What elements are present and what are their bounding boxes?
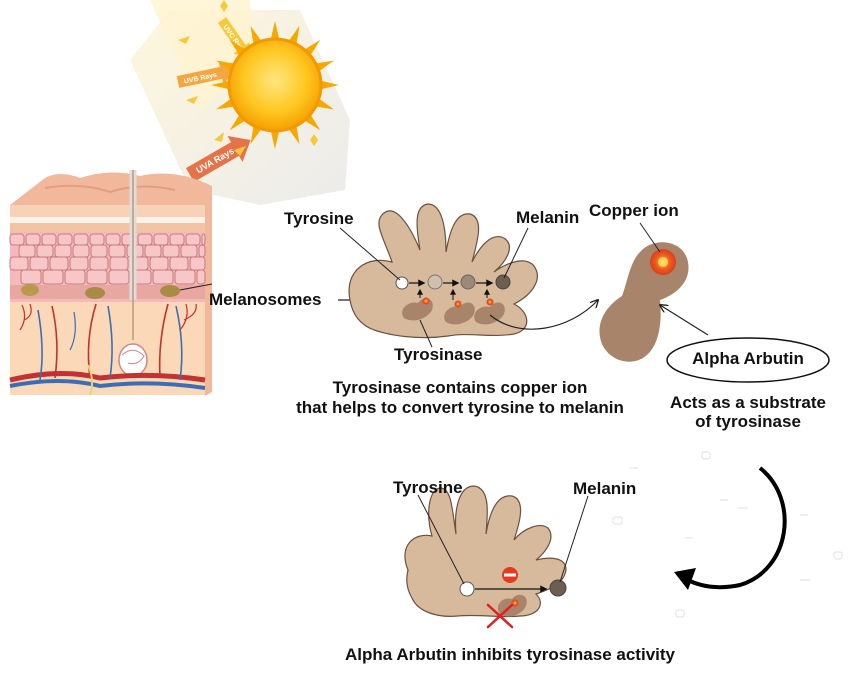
melanin-label-bottom: Melanin (573, 479, 637, 498)
melanin-molecule (495, 274, 511, 290)
process-curved-arrowhead (674, 568, 696, 590)
skin-cell (41, 233, 57, 246)
skin-cell (153, 233, 169, 246)
tyrosine-label-top: Tyrosine (284, 209, 354, 228)
top-caption-line-1: Tyrosinase contains copper ion (332, 378, 588, 397)
skin-cell (25, 233, 41, 246)
bottom-caption: Alpha Arbutin inhibits tyrosinase activi… (345, 645, 675, 664)
melanosomes-pointer-line (179, 283, 213, 291)
zoom-arrow (489, 300, 598, 330)
alpha-arbutin-label: Alpha Arbutin (692, 349, 804, 368)
skin-cell (9, 256, 29, 271)
skin-cell (42, 269, 64, 285)
skin-cell (49, 256, 69, 271)
skin-cell (36, 244, 54, 258)
substrate-caption-line-1: Acts as a substrate (670, 393, 826, 412)
tyrosinase-enzyme (402, 297, 433, 321)
tyrosinase-enzyme (474, 298, 505, 325)
skin-cross-section-illustration (9, 170, 212, 396)
watermark-icons (612, 451, 843, 618)
skin-cell (174, 269, 196, 285)
skin-cell (9, 233, 25, 246)
skin-cell (149, 256, 169, 271)
copper-ion-label: Copper ion (589, 201, 679, 220)
tyrosinase-enzyme (444, 300, 475, 325)
skin-cell (137, 233, 153, 246)
skin-cell (18, 244, 36, 258)
tyrosine-pointer-line (339, 227, 401, 281)
skin-cell (162, 244, 180, 258)
copper-ion-pointer-line (639, 222, 661, 253)
sun-spike (211, 80, 232, 90)
tyrosine-molecule (395, 276, 409, 290)
melanin-molecule (549, 579, 567, 597)
skin-cell (89, 233, 105, 246)
sun-spike (270, 128, 280, 149)
sun-icon (211, 21, 339, 149)
tyrosinase-label: Tyrosinase (394, 345, 483, 364)
tyrosine-label-bottom: Tyrosine (393, 478, 463, 497)
melanin-pointer-line-bottom (559, 495, 589, 583)
skin-cell (180, 244, 198, 258)
skin-cell (57, 233, 73, 246)
tyrosinase-pointer-line (419, 319, 433, 348)
skin-cell (69, 256, 89, 271)
inhibited-x-icon (486, 603, 514, 629)
skin-cell (169, 233, 185, 246)
skin-cell (196, 269, 206, 285)
skin-cell (108, 269, 130, 285)
skin-cell (90, 244, 108, 258)
skin-cell (105, 233, 121, 246)
process-curved-arrow (683, 466, 787, 590)
substrate-caption-line-2: of tyrosinase (695, 412, 801, 431)
skin-cell (152, 269, 174, 285)
skin-cell (89, 256, 109, 271)
skin-cell (144, 244, 162, 258)
tyrosine-pointer-line-bottom (417, 494, 465, 585)
sun-spike (270, 21, 280, 42)
skin-cell (73, 233, 89, 246)
top-caption-line-2: that helps to convert tyrosine to melani… (296, 398, 624, 417)
skin-cell (201, 233, 206, 246)
skin-cell (86, 269, 108, 285)
skin-cell (54, 244, 72, 258)
intermediate-molecule-2 (460, 274, 476, 290)
tyrosine-molecule (459, 581, 475, 597)
melanin-pointer-line (503, 227, 529, 279)
skin-cell (20, 269, 42, 285)
skin-cell (108, 244, 126, 258)
skin-cell (189, 256, 206, 271)
skin-cell (109, 256, 129, 271)
skin-cell (72, 244, 90, 258)
alpha-arbutin-ellipse (666, 337, 830, 383)
skin-cell (185, 233, 201, 246)
sun-spike (318, 80, 339, 90)
skin-cell (64, 269, 86, 285)
melanocyte-cell-bottom (404, 485, 567, 629)
skin-cell (198, 244, 206, 258)
melanocyte-cell-top (348, 203, 538, 339)
inhibition-minus-icon (502, 567, 518, 583)
tyrosinase-enzyme-zoomed (599, 242, 689, 362)
alpha-arbutin-arrow (660, 305, 709, 336)
skin-cell (29, 256, 49, 271)
skin-cell (169, 256, 189, 271)
melanin-label-top: Melanin (516, 208, 580, 227)
intermediate-molecule-1 (427, 274, 443, 290)
melanosomes-label: Melanosomes (209, 290, 322, 309)
